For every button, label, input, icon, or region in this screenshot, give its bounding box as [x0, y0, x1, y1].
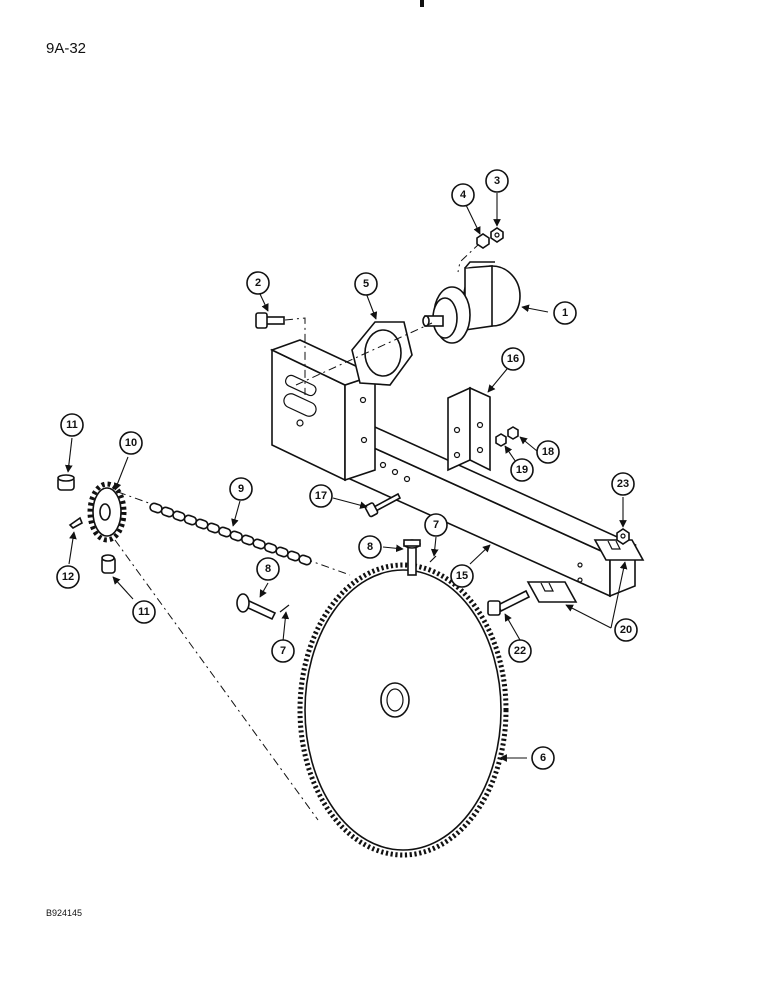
nut-4: [476, 233, 490, 249]
leader-lines: [64, 193, 628, 762]
svg-text:18: 18: [542, 446, 554, 458]
callout-8-lower: 8: [256, 557, 280, 581]
callout-20: 20: [614, 618, 638, 642]
callout-7-lower: 7: [271, 639, 295, 663]
cotter-pin-7-lower: [279, 604, 290, 613]
svg-text:16: 16: [507, 353, 519, 365]
svg-text:11: 11: [138, 606, 150, 618]
shim-20-front: [526, 581, 578, 603]
svg-text:17: 17: [315, 490, 327, 502]
svg-text:8: 8: [265, 563, 271, 575]
callout-1: 1: [553, 301, 577, 325]
small-sprocket: [87, 481, 127, 543]
callout-9: 9: [229, 477, 253, 501]
chain-path-line-lower: [114, 539, 319, 821]
svg-text:23: 23: [617, 478, 629, 490]
callout-19: 19: [510, 458, 534, 482]
nut-19: [495, 433, 507, 447]
nut-23: [616, 528, 630, 545]
svg-text:10: 10: [125, 437, 137, 449]
bolt-17: [364, 492, 402, 518]
chain-link: [298, 554, 312, 566]
svg-text:7: 7: [280, 645, 286, 657]
page-code: 9A-32: [46, 40, 87, 57]
set-screw-11-upper: [57, 474, 75, 491]
bolt-2: [255, 312, 285, 329]
svg-text:22: 22: [514, 645, 526, 657]
callout-11-lower: 11: [132, 600, 156, 624]
callout-2: 2: [246, 271, 270, 295]
callout-23: 23: [611, 472, 635, 496]
svg-text:5: 5: [363, 278, 369, 290]
roller-chain: [149, 502, 312, 566]
callout-12: 12: [56, 565, 80, 589]
callout-15: 15: [450, 564, 474, 588]
svg-text:19: 19: [516, 464, 528, 476]
figure-code: B924145: [46, 908, 83, 918]
callout-6: 6: [531, 746, 555, 770]
svg-text:2: 2: [255, 277, 261, 289]
svg-text:3: 3: [494, 175, 500, 187]
callout-16: 16: [501, 347, 525, 371]
callout-18: 18: [536, 440, 560, 464]
cotter-pin-7-upper: [429, 555, 437, 563]
set-screw-11-lower: [101, 554, 116, 574]
svg-text:8: 8: [367, 541, 373, 553]
callout-22: 22: [508, 639, 532, 663]
svg-text:7: 7: [433, 519, 439, 531]
clevis-pin-8-lower: [236, 593, 277, 621]
large-sprocket: [297, 562, 509, 858]
svg-text:1: 1: [562, 307, 568, 319]
svg-text:20: 20: [620, 624, 632, 636]
callout-11-upper: 11: [60, 413, 84, 437]
assembly-line-motor: [295, 322, 433, 386]
svg-text:9: 9: [238, 483, 244, 495]
callout-17: 17: [309, 484, 333, 508]
callout-5: 5: [354, 272, 378, 296]
clevis-pin-8-upper: [403, 539, 421, 576]
page-top-mark: [420, 0, 424, 7]
callout-3: 3: [485, 169, 509, 193]
nut-3: [490, 227, 504, 243]
key-12: [68, 516, 84, 529]
bracket: [447, 386, 491, 472]
callout-4: 4: [451, 183, 475, 207]
svg-text:12: 12: [62, 571, 74, 583]
gasket-plate: [351, 321, 413, 386]
callout-8-upper: 8: [358, 535, 382, 559]
svg-text:4: 4: [460, 189, 467, 201]
assembly-line-bolt: [284, 317, 306, 395]
motor: [422, 261, 521, 344]
svg-text:6: 6: [540, 752, 546, 764]
svg-text:11: 11: [66, 419, 78, 431]
bolt-22: [487, 589, 531, 616]
callout-10: 10: [119, 431, 143, 455]
svg-text:15: 15: [456, 570, 468, 582]
callout-7-upper: 7: [424, 513, 448, 537]
nut-18: [507, 426, 519, 440]
